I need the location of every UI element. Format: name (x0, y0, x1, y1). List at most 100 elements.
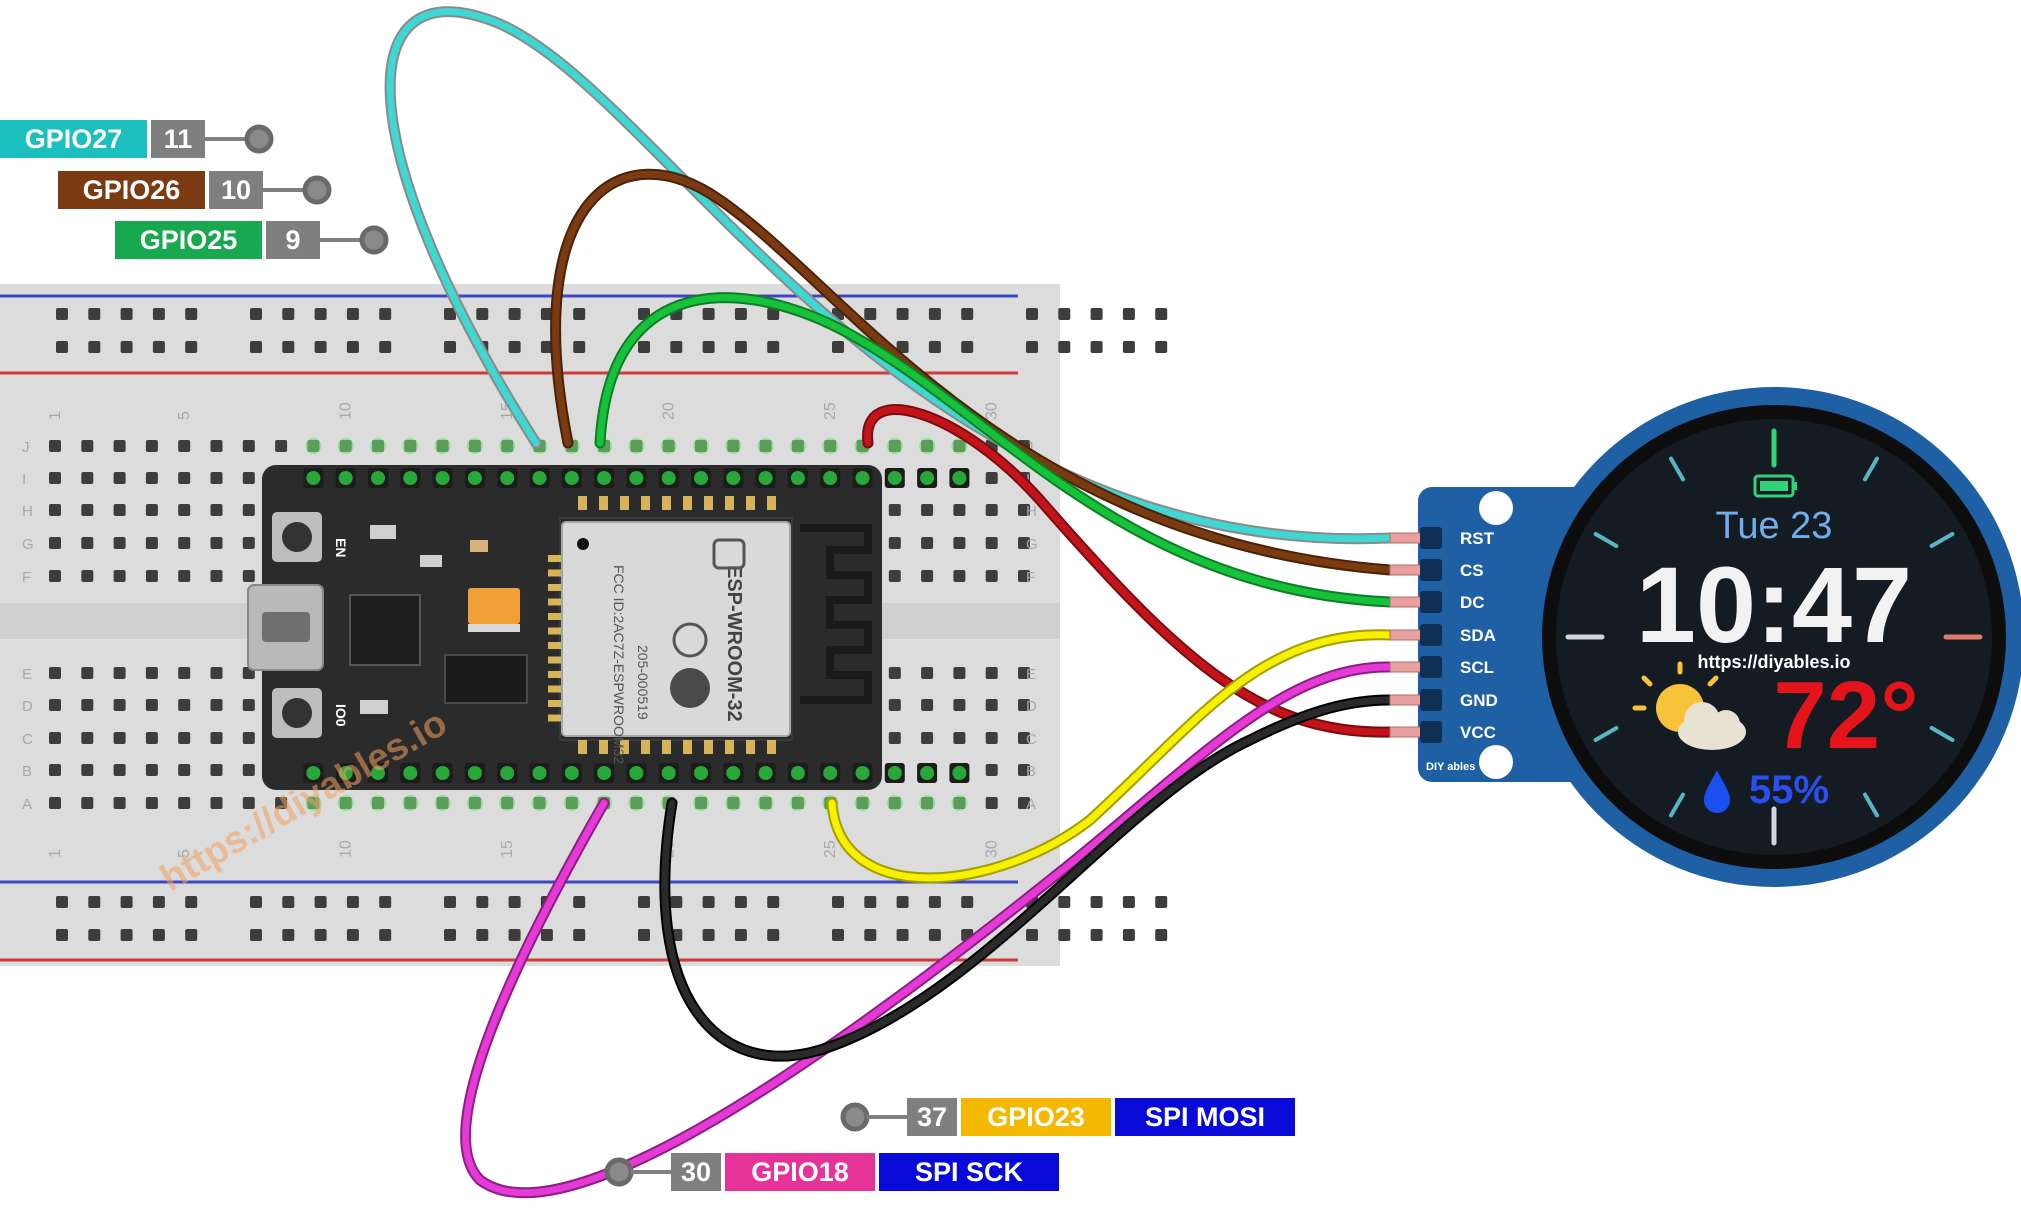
breadboard-hole (81, 440, 94, 452)
breadboard-hole (888, 732, 901, 744)
capacitor-band (468, 624, 520, 632)
breadboard-hole (113, 764, 126, 776)
rail-hole (444, 929, 456, 941)
pin-number: 30 (681, 1157, 711, 1187)
header-pin (403, 766, 418, 780)
rail-hole (1122, 341, 1135, 353)
header-pin (371, 766, 385, 780)
tantalum-capacitor (468, 588, 520, 624)
module-pad (548, 584, 562, 591)
breadboard-hole (113, 537, 126, 549)
breadboard-hole (921, 732, 934, 744)
breadboard-hole (49, 440, 61, 452)
gpio-name-box (58, 171, 205, 209)
breadboard-hole (921, 699, 934, 711)
ce-mark-icon (672, 622, 708, 658)
breadboard-hole (113, 732, 126, 744)
diyables-logo-text: DIY ables (1426, 761, 1475, 773)
breadboard-hole (81, 667, 94, 679)
wire-green (596, 294, 1394, 606)
rail-hole (120, 308, 133, 320)
breadboard-hole (49, 537, 61, 549)
rail-hole (346, 896, 359, 908)
header-pin (758, 766, 773, 780)
wire-black (661, 696, 1394, 1060)
esp32-board: EN IO0 ESP-WROOM-32 FCC ID:2AC7Z-ESPWROO… (247, 438, 970, 811)
breadboard-hole (145, 472, 158, 484)
header-pin (952, 471, 967, 485)
module-pad (746, 496, 755, 510)
breadboard-hole (81, 472, 94, 484)
header-pin (920, 766, 935, 780)
breadboard-hole (113, 667, 126, 679)
rail-hole (928, 896, 941, 908)
battery-tip (1793, 482, 1797, 490)
rail-hole (476, 929, 489, 941)
row-letter: H (1026, 503, 1037, 520)
rail-hole (250, 308, 262, 320)
rail-hole (896, 341, 909, 353)
breadboard-hole (81, 504, 94, 516)
breadboard-hole (210, 570, 223, 582)
breadboard-hole (1018, 667, 1030, 679)
breadboard-hole (178, 764, 191, 776)
breadboard-hole (921, 537, 934, 549)
column-number: 1 (47, 849, 64, 858)
rail-hole (379, 929, 392, 941)
rail-hole (1122, 308, 1135, 320)
breadboard-hole (242, 504, 255, 516)
header-pin (532, 766, 547, 780)
rail-hole (961, 308, 974, 320)
rail-hole (767, 896, 780, 908)
rail-hole (346, 341, 359, 353)
breadboard-hole (888, 504, 901, 516)
rail-hole (896, 929, 909, 941)
rail-hole (638, 341, 650, 353)
display-pin-pad (1420, 689, 1442, 711)
breadboard-hole (113, 797, 126, 809)
pin-number-box (209, 171, 263, 209)
header-pin (887, 471, 902, 485)
pin-number-box (907, 1098, 957, 1136)
mount-hole-top (1479, 491, 1513, 525)
rail-hole (1058, 896, 1071, 908)
wire-brown (552, 170, 1394, 574)
breadboard-hole (145, 699, 158, 711)
esp32-header-pins (303, 438, 970, 811)
display-pin-leg (1389, 726, 1423, 738)
partly-cloudy-icon (1632, 661, 1746, 750)
breadboard-hole (81, 764, 94, 776)
rail-hole (1155, 929, 1168, 941)
rail-hole (573, 896, 586, 908)
rail-hole (282, 896, 295, 908)
row-letter: D (1026, 698, 1037, 715)
breadboard-hole (1018, 732, 1030, 744)
breadboard-hole (49, 472, 61, 484)
module-pads (548, 496, 776, 754)
breadboard-hole (210, 797, 223, 809)
header-pin (920, 471, 935, 485)
rail-hole (314, 341, 327, 353)
wire-yellow (828, 631, 1394, 882)
gpio-name: GPIO23 (987, 1102, 1085, 1132)
connected-hole (951, 795, 968, 811)
rail-hole (379, 308, 392, 320)
breadboard-hole (1018, 764, 1030, 776)
pin-number: 9 (285, 225, 300, 255)
rail-hole (476, 308, 489, 320)
breadboard-hole (210, 699, 223, 711)
row-letter: G (22, 536, 34, 553)
rail-hole (88, 896, 101, 908)
module-pad (746, 740, 755, 754)
connected-hole (660, 438, 677, 454)
rail-hole (88, 929, 101, 941)
pin1-marker (577, 538, 589, 550)
connected-hole (822, 438, 839, 454)
rail-hole (1090, 896, 1103, 908)
connected-hole (919, 795, 936, 811)
column-number: 30 (984, 840, 1001, 858)
header-pin (564, 766, 579, 780)
header-pin (467, 766, 482, 780)
breadboard-hole (242, 537, 255, 549)
